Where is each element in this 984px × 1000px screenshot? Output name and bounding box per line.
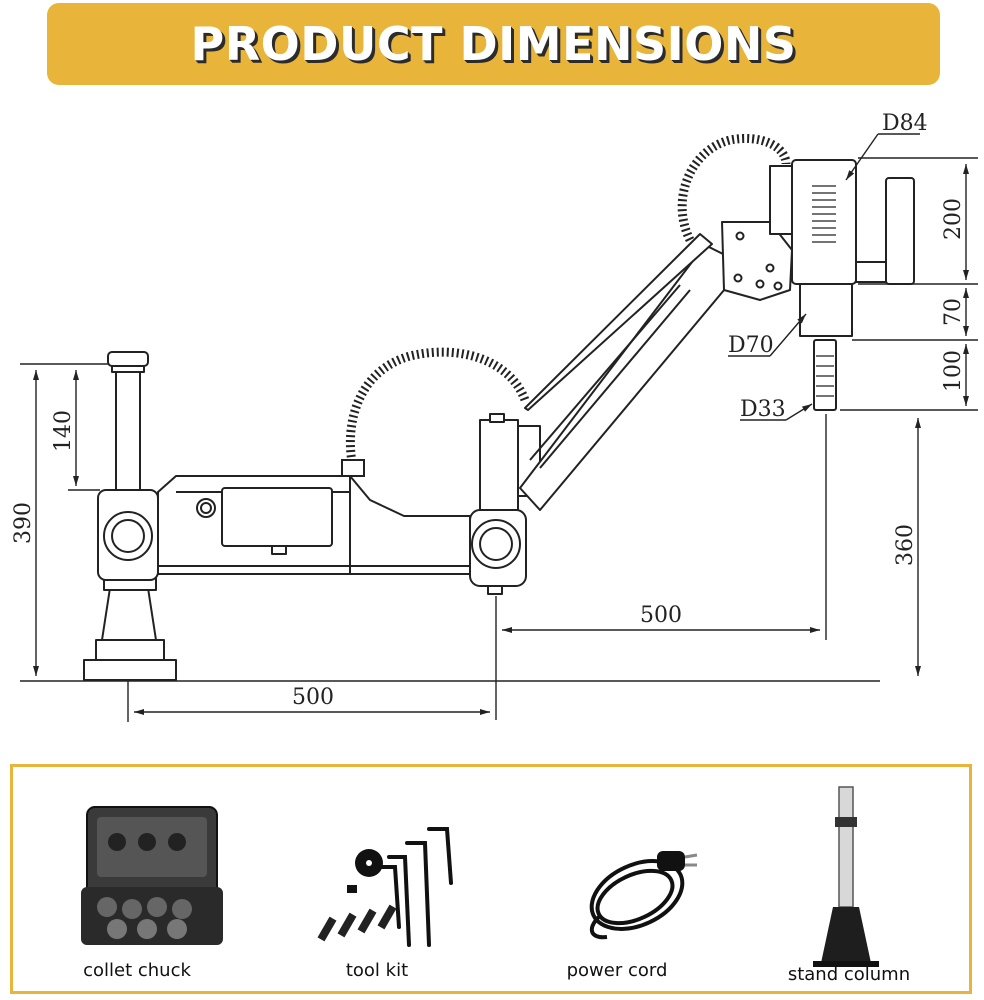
- accessory-tool-kit: tool kit: [257, 767, 497, 991]
- accessory-label: collet chuck: [83, 960, 191, 981]
- label-d33: D33: [740, 397, 786, 422]
- label-head-height: 200: [941, 198, 966, 240]
- base-pedestal: [101, 587, 157, 641]
- label-d84: D84: [882, 111, 928, 136]
- page-title: PRODUCT DIMENSIONS: [190, 17, 797, 71]
- label-base-width: 500: [292, 685, 334, 710]
- dimension-lines: [20, 133, 978, 722]
- label-work-height: 360: [893, 524, 918, 566]
- control-panel: [221, 487, 333, 547]
- base-foot: [83, 659, 177, 681]
- upper-arm: [519, 244, 746, 511]
- label-neck-height: 70: [941, 298, 966, 326]
- power-cord-icon: [589, 851, 698, 940]
- accessory-label: stand column: [787, 964, 911, 985]
- title-banner: PRODUCT DIMENSIONS: [47, 3, 940, 85]
- tool-kit-icon: [317, 827, 453, 947]
- label-reach: 500: [640, 603, 682, 628]
- accessory-label: tool kit: [345, 960, 409, 981]
- collet-case-icon: [81, 806, 223, 945]
- chuck: [813, 339, 837, 411]
- accessory-label: power cord: [566, 960, 668, 981]
- accessory-stand-column: stand column: [729, 767, 969, 991]
- accessories-box: collet chuck tool kit: [10, 764, 972, 994]
- cable: [345, 134, 791, 463]
- riser: [479, 419, 519, 511]
- accessory-power-cord: power cord: [497, 767, 737, 991]
- dimension-drawing: D84 D70 D33 200 70 100 360 390 140 500 5…: [11, 111, 978, 722]
- label-d70: D70: [728, 333, 774, 358]
- label-post-height: 140: [51, 410, 76, 452]
- label-chuck-height: 100: [941, 350, 966, 392]
- front-post: [115, 369, 141, 491]
- handle-box: [885, 177, 915, 285]
- spindle-neck: [799, 283, 853, 337]
- tapping-machine: [20, 159, 915, 682]
- stand-column-icon: [813, 786, 879, 967]
- label-base-height: 390: [11, 502, 36, 544]
- accessory-collet-chuck: collet chuck: [17, 767, 257, 991]
